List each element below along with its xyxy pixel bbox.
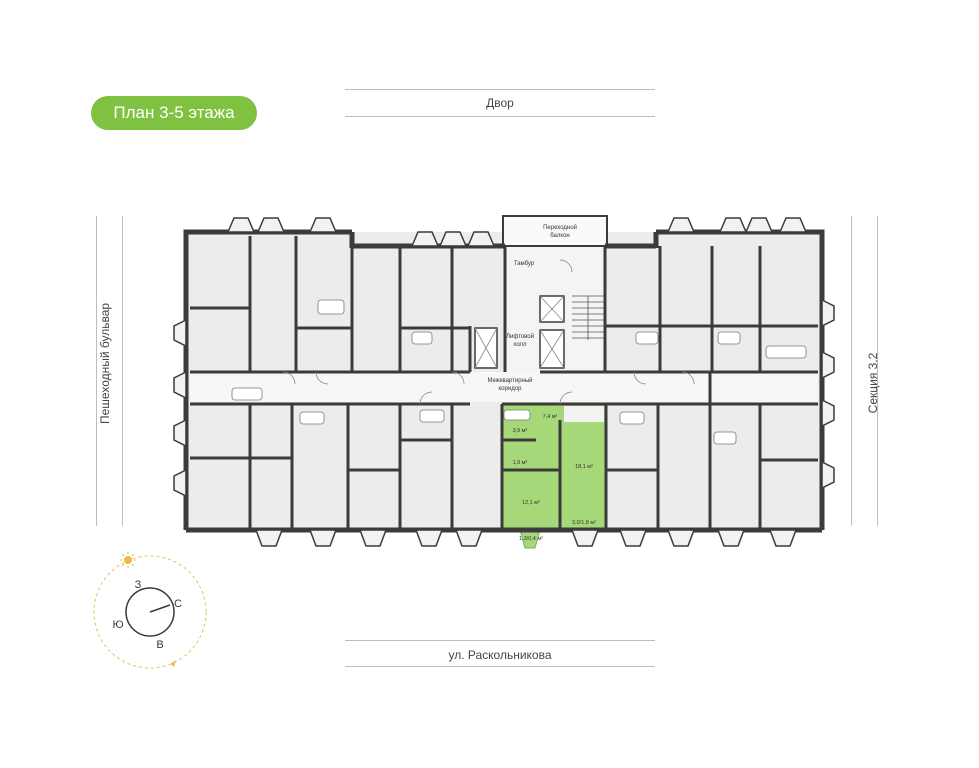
lift-hall-label-line2: холл — [513, 342, 527, 348]
right-street-line-1 — [851, 216, 852, 526]
floor-plan-badge-label: План 3-5 этажа — [113, 103, 235, 122]
bottom-street-line-1 — [345, 640, 655, 641]
balcony-label-line2: балкон — [550, 233, 569, 239]
door-swings — [282, 259, 695, 405]
corridor-label-line1: Межквартирный — [487, 377, 532, 384]
left-street-line-2 — [122, 216, 123, 526]
interior-walls — [190, 236, 818, 530]
highlighted-kitchen-counter — [564, 406, 604, 422]
highlighted-apartment — [502, 404, 606, 530]
floor-plan-badge: План 3-5 этажа — [91, 96, 257, 130]
fixtures — [231, 299, 807, 445]
room-area-loggia: 3,0/1,8 м² — [572, 520, 596, 526]
top-street-line-2 — [345, 116, 655, 117]
room-area-kitchen: 7,4 м² — [543, 414, 558, 420]
right-street-line-2 — [877, 216, 878, 526]
top-bay-windows — [226, 217, 808, 247]
bottom-street-line-2 — [345, 666, 655, 667]
side-bay-windows — [173, 298, 835, 498]
bottom-bay-windows — [254, 529, 798, 547]
room-area-bedroom: 12,1 м² — [522, 500, 540, 506]
transit-balcony — [502, 215, 608, 247]
left-street-line-1 — [96, 216, 97, 526]
room-area-wc: 1,9 м² — [513, 460, 528, 466]
lift-crosses — [474, 295, 565, 369]
room-area-bath: 3,9 м² — [513, 428, 528, 434]
corridor-area — [190, 372, 818, 402]
room-area-balcony: 1,3/0,4 м² — [519, 536, 543, 542]
stairs — [572, 295, 604, 340]
room-area-living: 18,1 м² — [575, 464, 593, 470]
top-street-line-1 — [345, 89, 655, 90]
tambur-label: Тамбур — [514, 261, 535, 267]
balcony-label-line1: Переходной — [543, 224, 577, 231]
bottom-street-label: ул. Раскольникова — [448, 648, 552, 662]
top-street-label: Двор — [486, 96, 514, 110]
corridor-label-line2: коридор — [499, 386, 523, 392]
lift-hall-label-line1: Лифтовой — [506, 333, 534, 340]
